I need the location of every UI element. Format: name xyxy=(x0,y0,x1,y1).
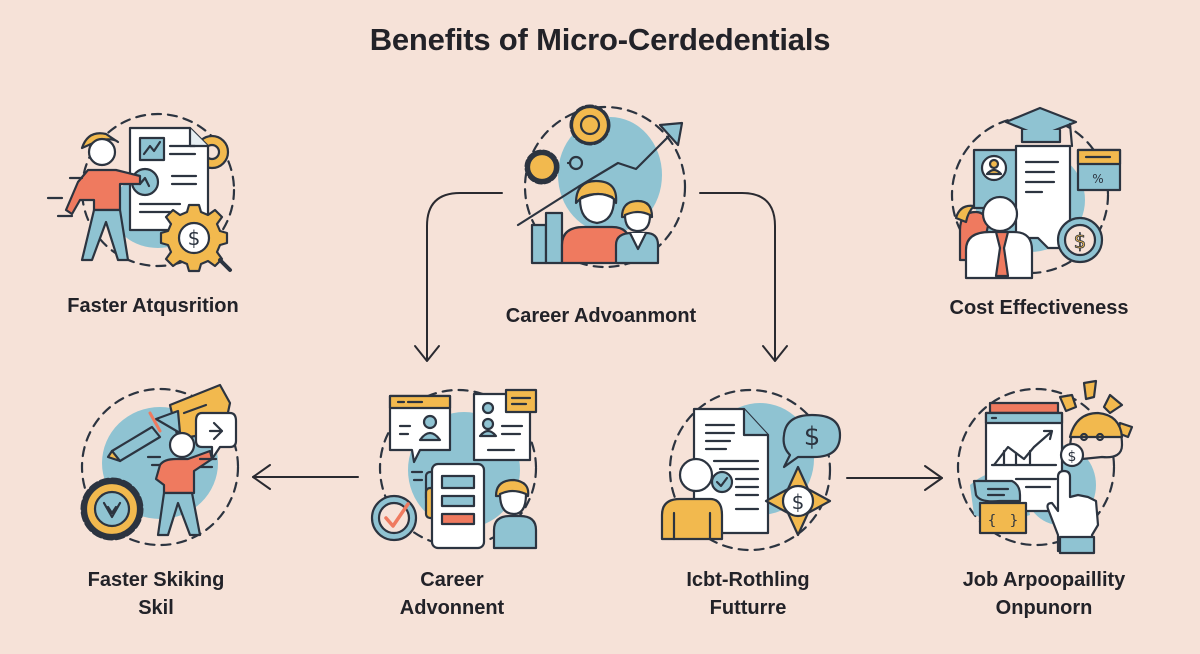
node-label: Faster Skiking Skil xyxy=(56,566,256,622)
svg-text:$: $ xyxy=(792,490,805,514)
arrow-to-career-advancement-bottom xyxy=(426,192,503,361)
svg-text:$: $ xyxy=(188,226,201,250)
svg-text:$: $ xyxy=(1068,449,1077,465)
svg-text:}: } xyxy=(1010,513,1019,529)
report-chart-hand-icon: { } $ xyxy=(956,379,1134,555)
profiles-checklist-icon xyxy=(370,388,538,550)
label-line: Onpunorn xyxy=(995,597,1093,619)
node-label: Icbt-Rothling Futturre xyxy=(648,566,848,622)
label-line: Cost Effectiveness xyxy=(949,297,1129,319)
arrow-to-future-proofing xyxy=(699,192,776,361)
node-label: Job Arpoopaillity Onpunorn xyxy=(934,566,1154,622)
svg-text:$: $ xyxy=(1074,229,1087,253)
label-line: Advonnent xyxy=(399,597,505,619)
node-label: Career Advonnent xyxy=(352,566,552,622)
label-line: Skil xyxy=(138,597,174,619)
label-line: Faster Atqusrition xyxy=(67,295,239,317)
svg-text:%: % xyxy=(1092,172,1103,186)
label-line: Futturre xyxy=(709,597,787,619)
growth-chart-people-icon xyxy=(516,104,687,269)
label-line: Job Arpoopaillity xyxy=(962,569,1126,591)
node-label: Faster Atqusrition xyxy=(40,292,266,320)
tools-person-gear-icon xyxy=(80,383,240,547)
svg-text:{: { xyxy=(988,513,997,529)
svg-text:$: $ xyxy=(804,422,821,452)
label-line: Career Advoanmont xyxy=(505,305,697,327)
node-label: Career Advoanmont xyxy=(470,302,732,330)
label-line: Career xyxy=(420,569,484,591)
node-label: Cost Effectiveness xyxy=(920,294,1158,322)
document-compass-dollar-icon: $ $ xyxy=(660,388,842,552)
label-line: Faster Skiking xyxy=(87,569,225,591)
label-line: Icbt-Rothling xyxy=(686,569,810,591)
presentation-gear-dollar-icon: $ xyxy=(46,112,236,273)
diagram-title: Benefits of Micro-Cerdedentials xyxy=(369,22,831,57)
graduation-certificate-dollar-icon: % $ xyxy=(950,106,1122,280)
